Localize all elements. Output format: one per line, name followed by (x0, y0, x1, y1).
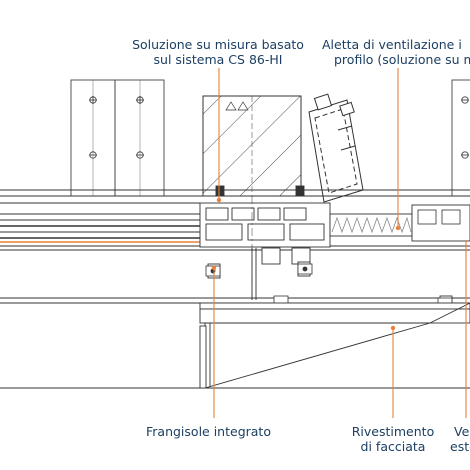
leader-dots (211, 197, 401, 331)
callout-top-right-line1: Aletta di ventilazione i (322, 37, 462, 52)
ventilation-flap (308, 93, 364, 203)
callout-bottom-right: Ve este (450, 424, 470, 454)
callout-top-left-line2: sul sistema CS 86-HI (153, 52, 283, 67)
screw-icon (89, 96, 144, 159)
callout-bottom-mid-line1: Rivestimento (351, 424, 435, 439)
right-panel-block (451, 79, 470, 197)
callout-top-right: Aletta di ventilazione i profilo (soluzi… (322, 37, 470, 67)
vertical-members (207, 248, 453, 311)
leader-lines (213, 68, 467, 418)
left-panel-block (70, 79, 165, 197)
callout-bottom-left: Frangisole integrato (146, 424, 271, 439)
callout-bottom-left-line1: Frangisole integrato (146, 424, 271, 439)
facade-cladding (199, 302, 470, 389)
callout-bottom-right-line1: Ve (454, 424, 470, 439)
frame-profile (199, 185, 331, 265)
insulation-panel (329, 204, 470, 242)
callout-top-right-line2: profilo (soluzione su m (334, 52, 470, 67)
hatched-housing (202, 95, 302, 197)
callout-bottom-mid: Rivestimento di facciata (344, 424, 442, 454)
callout-top-left-line1: Soluzione su misura basato (132, 37, 304, 52)
callout-bottom-right-line2: este (450, 439, 470, 454)
callout-bottom-mid-line2: di facciata (360, 439, 426, 454)
callout-top-left: Soluzione su misura basato sul sistema C… (118, 37, 318, 67)
